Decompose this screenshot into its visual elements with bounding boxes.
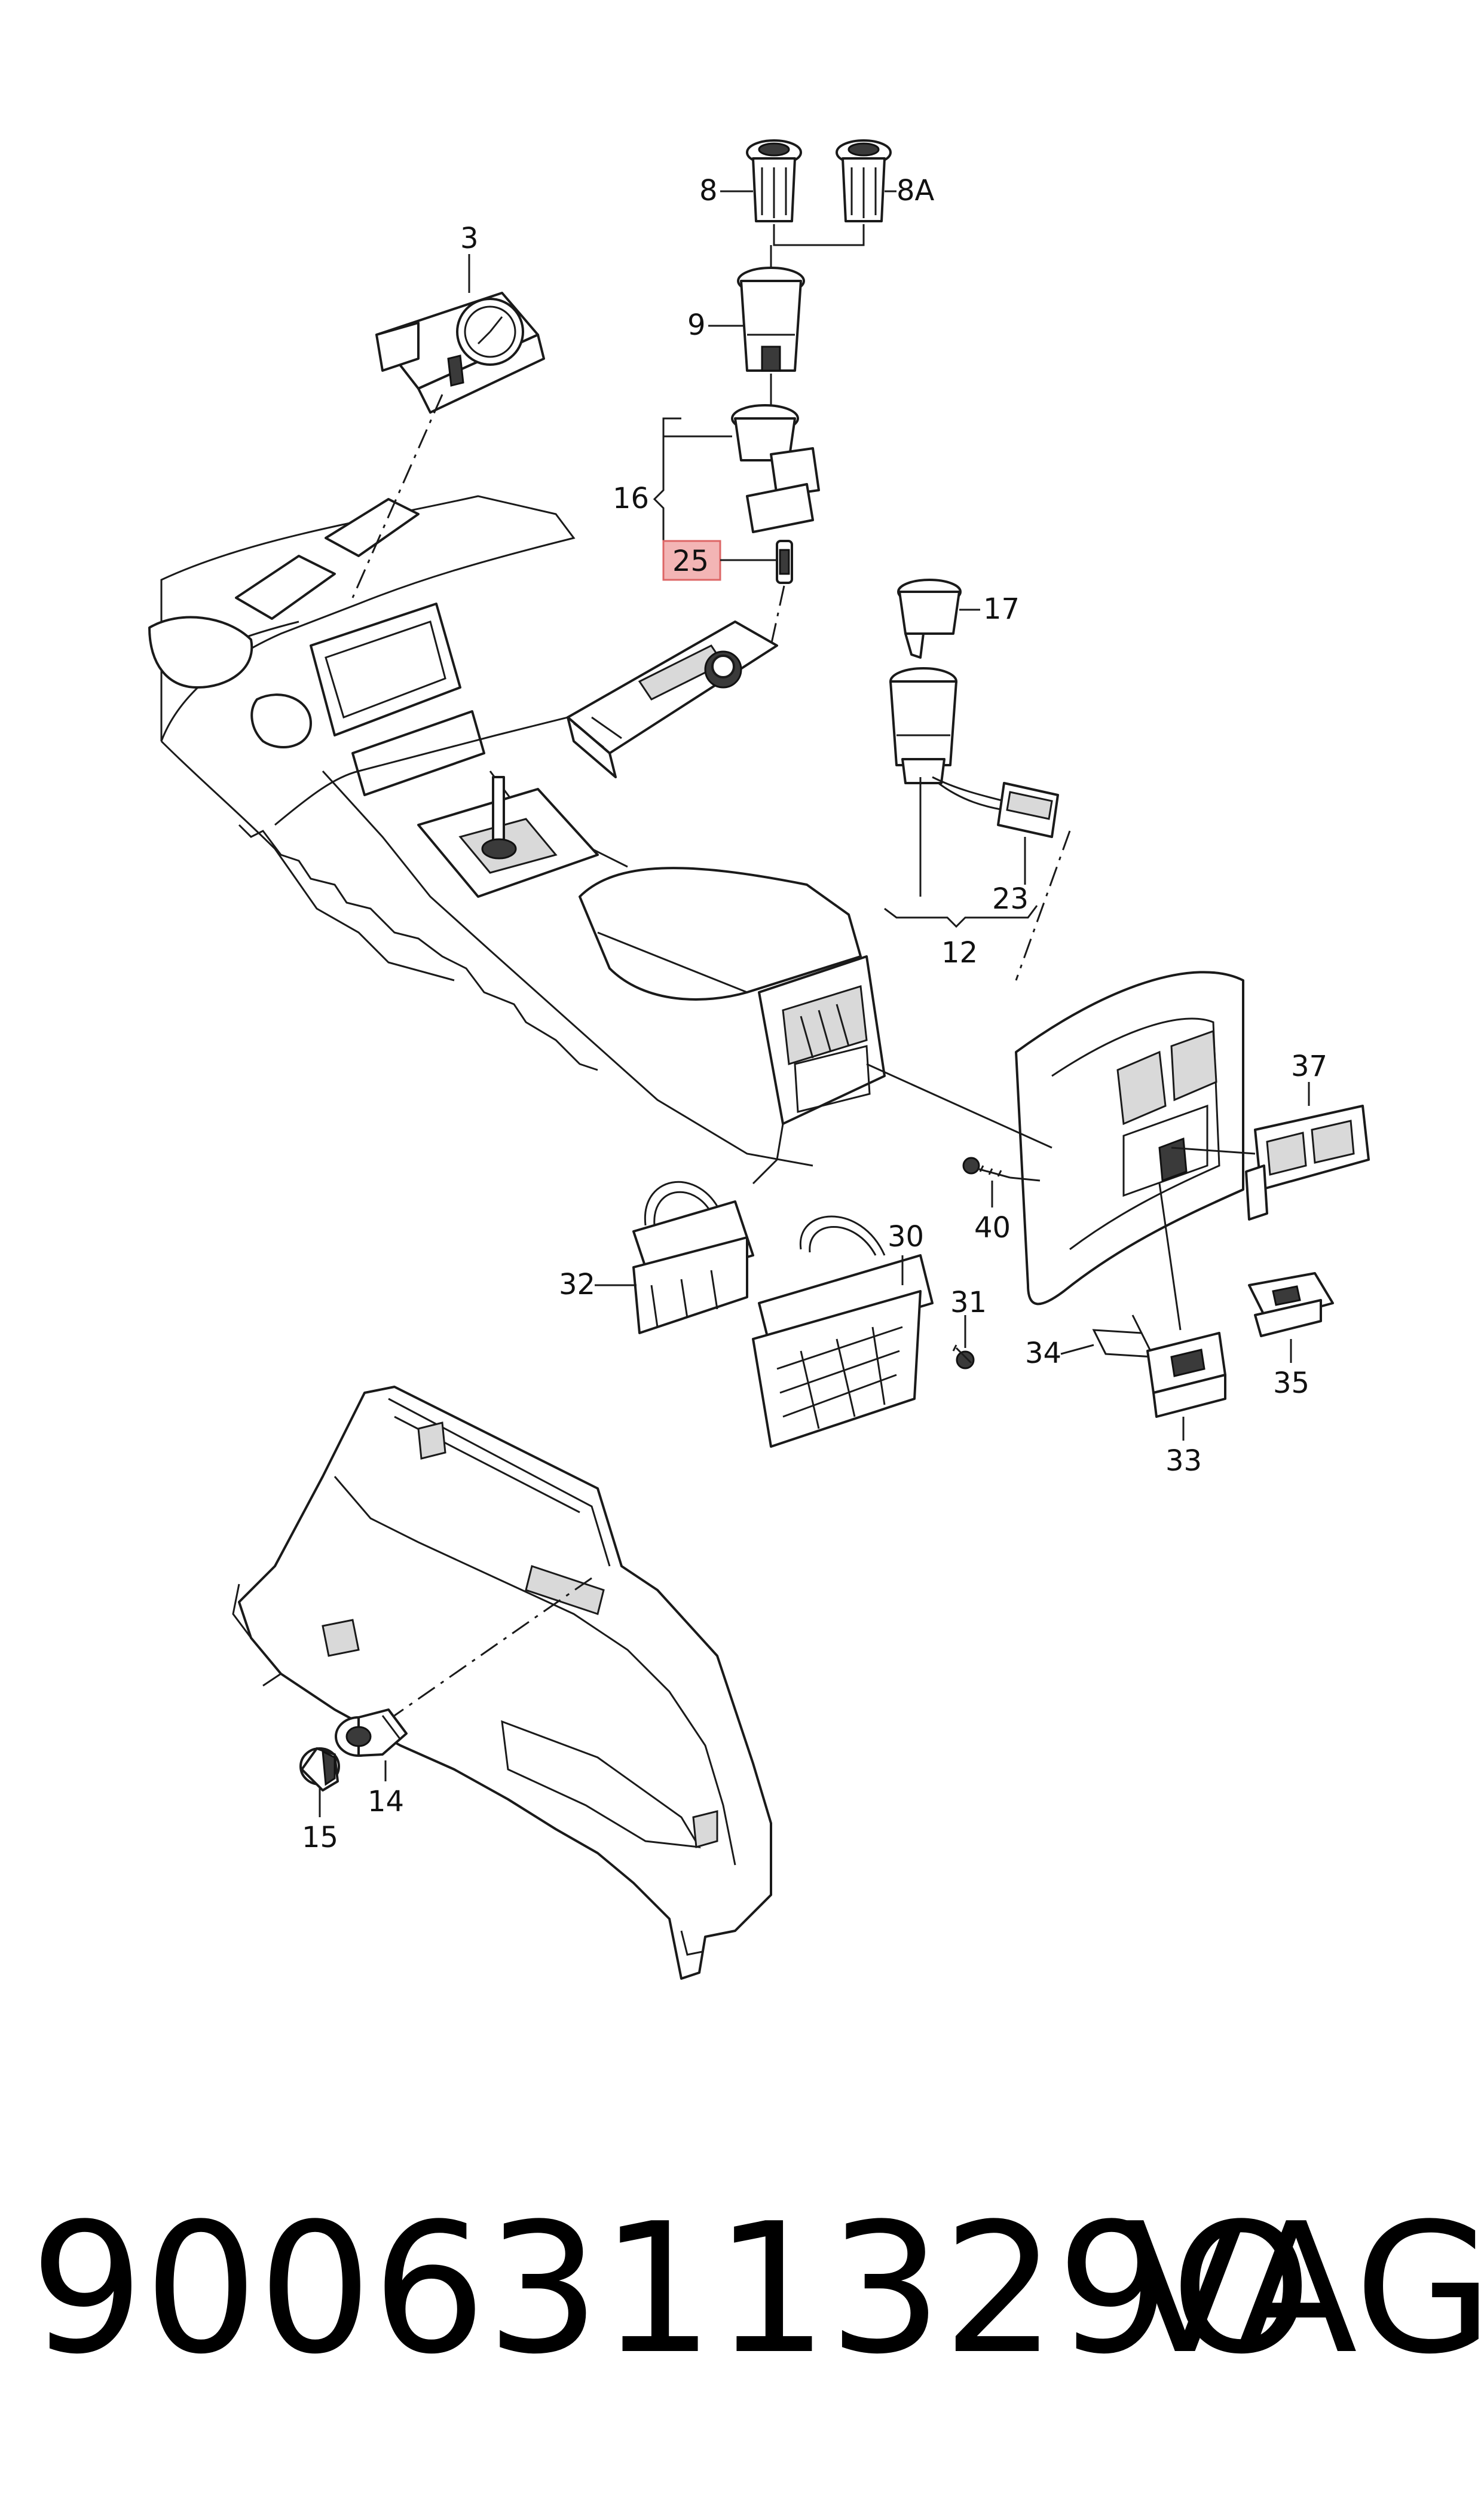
callout-9: 9 <box>687 308 706 342</box>
callout-33: 33 <box>1165 1444 1202 1478</box>
callout-25-highlight <box>662 540 721 581</box>
callout-31: 31 <box>950 1286 987 1319</box>
lighter-element-8a <box>836 139 892 222</box>
leader-33-console <box>1158 1183 1182 1331</box>
lighter-mount-bracket <box>567 620 778 778</box>
callout-32: 32 <box>559 1268 595 1301</box>
callout-16: 16 <box>613 482 649 515</box>
callout-17: 17 <box>983 592 1020 626</box>
screw-31 <box>952 1344 975 1369</box>
leader-25-down <box>770 585 785 646</box>
lighter-insert-9 <box>737 267 805 372</box>
rear-console-panel <box>1015 971 1244 1306</box>
callout-40: 40 <box>974 1211 1011 1245</box>
brand-name: VAG <box>1124 2185 1484 2393</box>
callout-14: 14 <box>368 1785 404 1818</box>
callout-35: 35 <box>1273 1366 1309 1400</box>
callout-30: 30 <box>888 1220 924 1254</box>
footer: 9006311329O VAG <box>30 2185 1484 2393</box>
callout-3: 3 <box>460 222 479 255</box>
leader-8-8a <box>773 224 865 246</box>
switch-panel-37 <box>1245 1105 1370 1221</box>
bracket-12 <box>884 905 1038 928</box>
leader-40 <box>1009 1176 1041 1182</box>
leader-23-rear <box>1015 830 1071 981</box>
callout-8a: 8A <box>896 174 935 207</box>
switch-33 <box>1146 1332 1226 1418</box>
callout-12: 12 <box>941 936 978 970</box>
screw-40 <box>962 1157 1011 1179</box>
lighter-element-8 <box>746 139 802 222</box>
clock-leader <box>351 394 443 598</box>
lighter-socket-16 <box>731 404 820 533</box>
side-trim-panel <box>232 1386 772 1980</box>
part-number: 9006311329O <box>30 2185 1312 2393</box>
callout-8: 8 <box>699 174 718 207</box>
socket-14 <box>335 1708 408 1757</box>
socket-housing-12 <box>889 667 957 784</box>
cap-15 <box>299 1747 340 1792</box>
ashtray-insert-32 <box>632 1181 754 1334</box>
callout-15: 15 <box>302 1821 338 1854</box>
switch-35 <box>1248 1272 1334 1337</box>
callout-37: 37 <box>1291 1050 1327 1083</box>
callout-23: 23 <box>992 882 1029 916</box>
socket-cover-17 <box>897 579 962 659</box>
leader-trim-socket <box>394 1577 592 1717</box>
leader-37-console <box>1171 1147 1256 1155</box>
callout-34: 34 <box>1025 1337 1061 1370</box>
leader-console-rear <box>866 1063 1052 1149</box>
clock-part <box>375 292 545 414</box>
bulb-holder-25 <box>776 540 793 584</box>
ashtray-housing-30 <box>752 1215 934 1448</box>
callout-25: 25 <box>672 545 709 578</box>
dashboard-console-assembly <box>148 495 886 1185</box>
connector-23 <box>932 776 1059 838</box>
clip-34 <box>1092 1314 1155 1358</box>
leader-34 <box>1060 1344 1094 1355</box>
